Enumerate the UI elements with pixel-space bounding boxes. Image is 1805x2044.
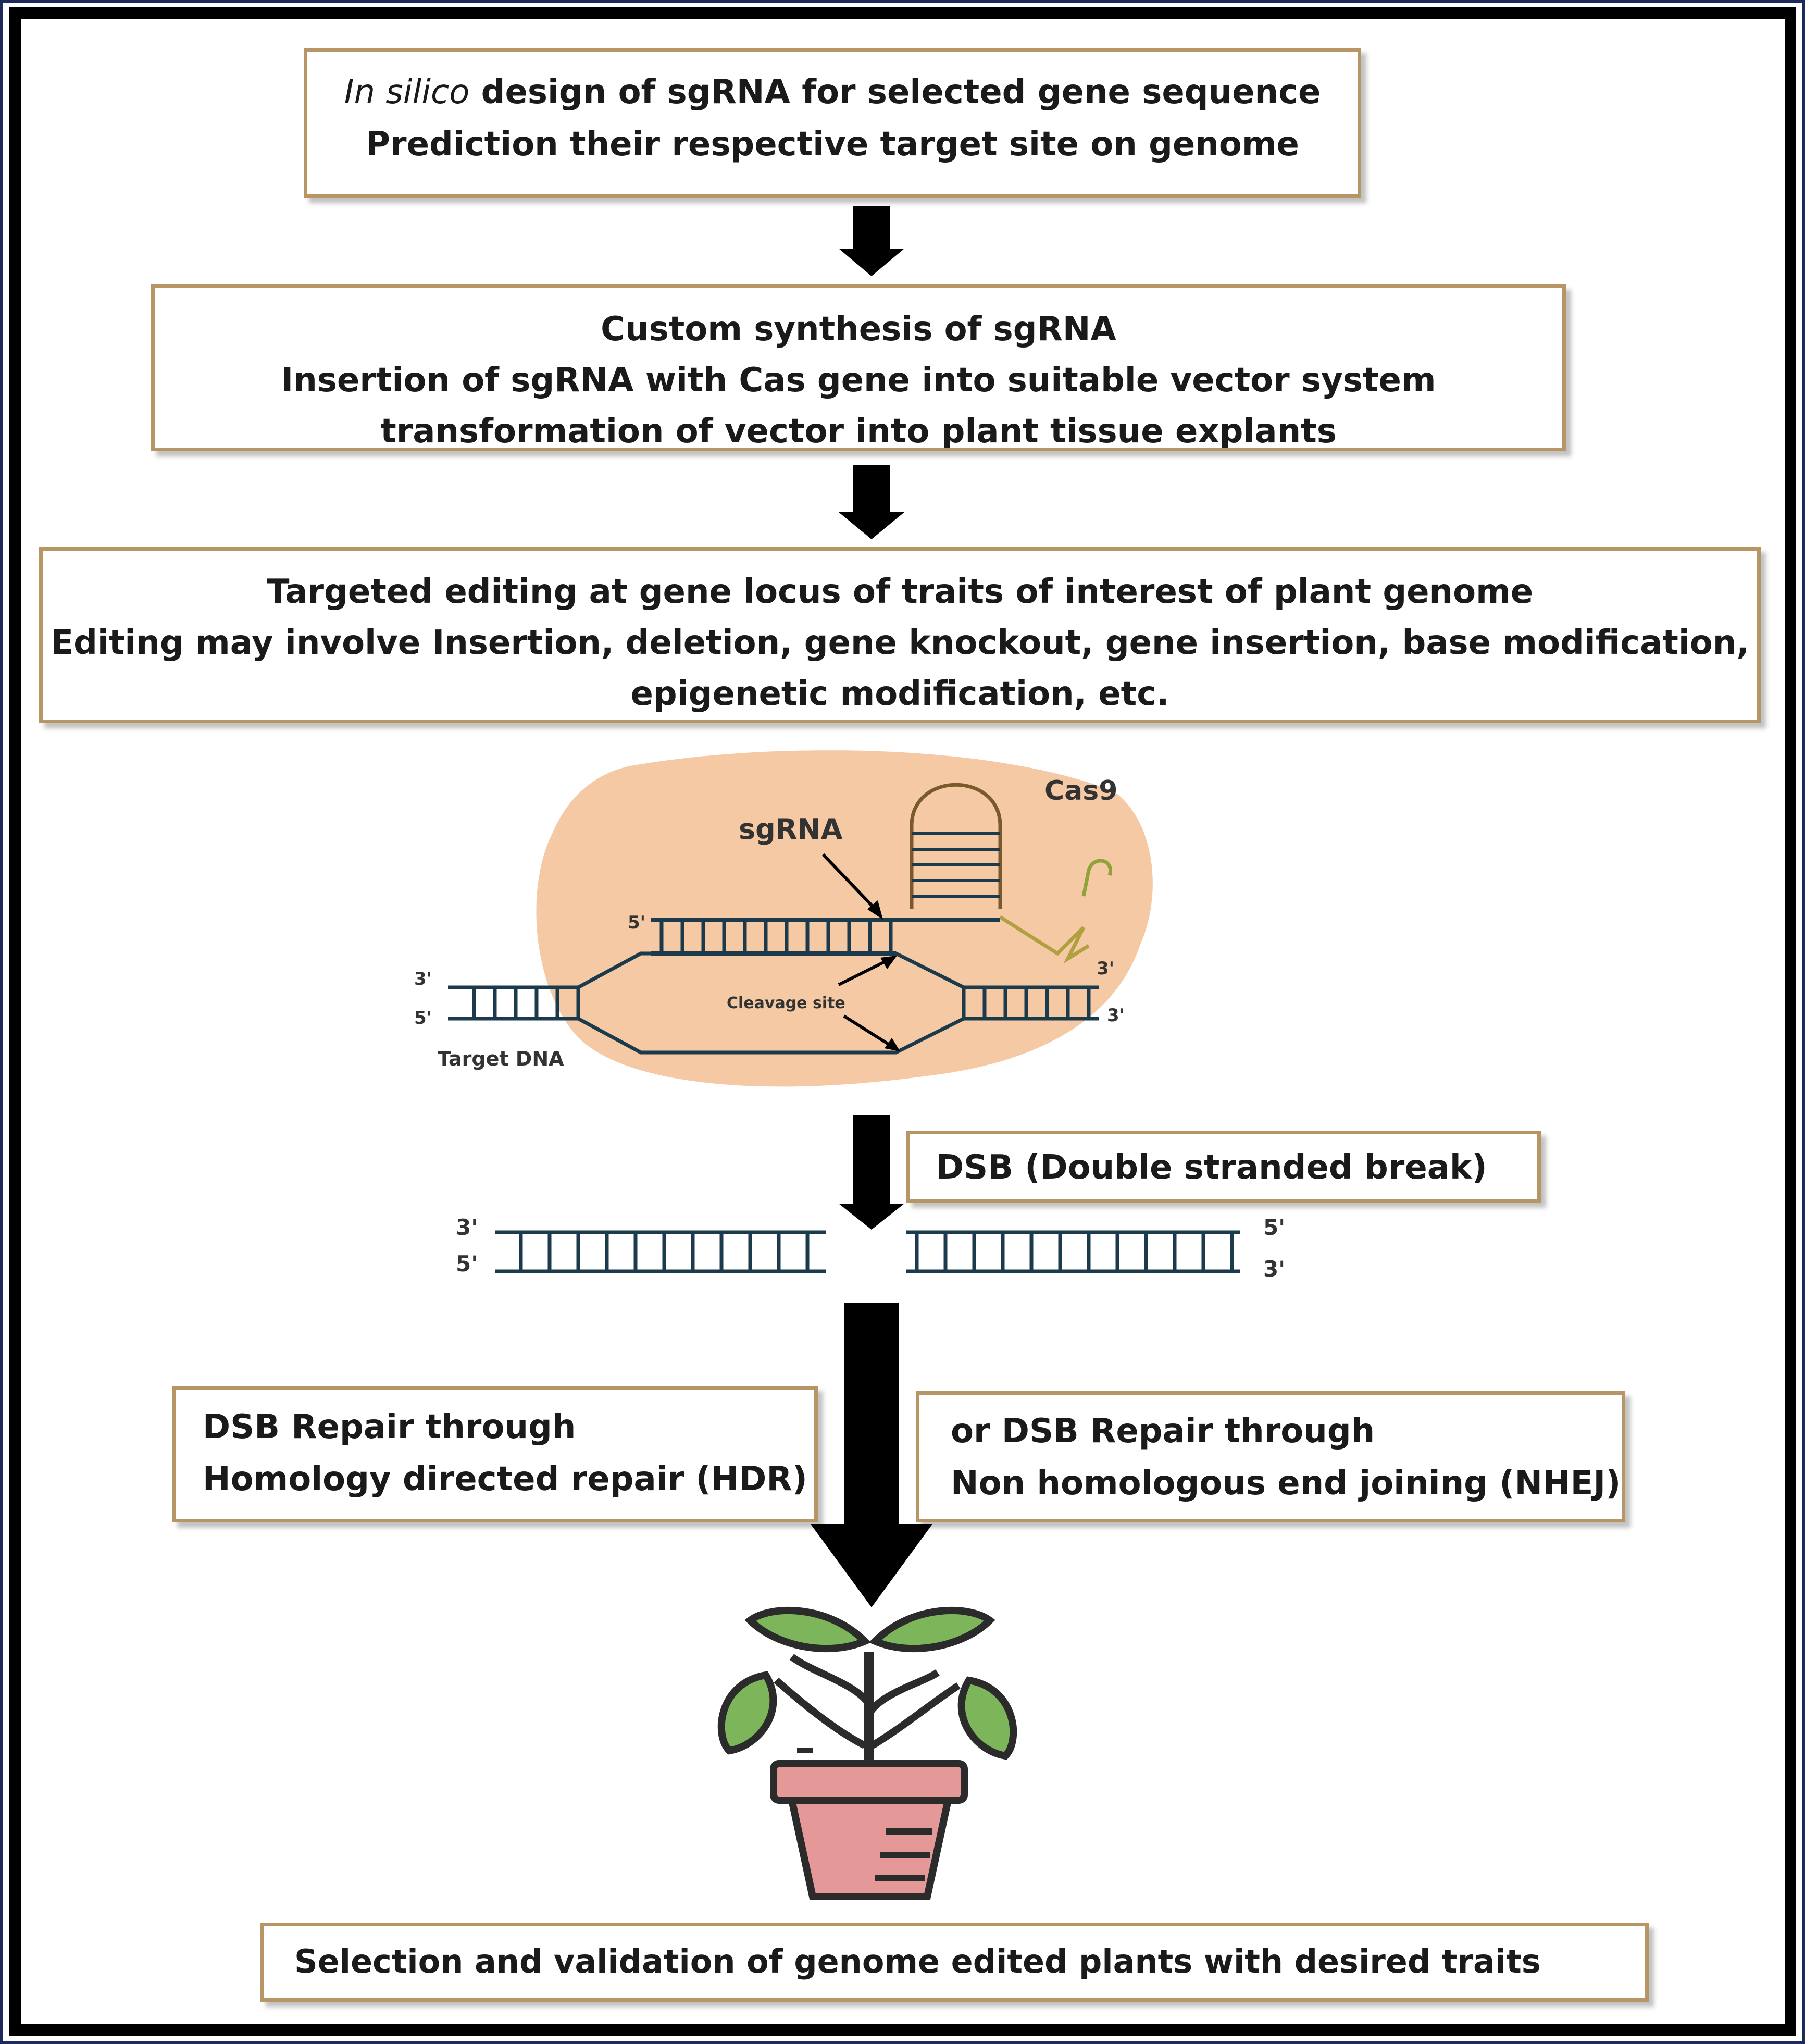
down-arrow-icon	[839, 465, 904, 539]
cas9-illustration	[448, 750, 1153, 1087]
cleavage-site-label: Cleavage site	[727, 994, 845, 1012]
target-dna-label: Target DNA	[438, 1047, 564, 1070]
dsb-left-5prime: 5'	[456, 1251, 478, 1277]
nhej-line-1: or DSB Repair through	[951, 1412, 1375, 1451]
dsb-label: DSB (Double stranded break)	[936, 1148, 1487, 1187]
editing-step-box: Targeted editing at gene locus of traits…	[39, 547, 1761, 723]
dsb-left-fragment	[495, 1230, 826, 1273]
sgrna-label: sgRNA	[739, 813, 843, 846]
right-strand-3prime-top: 3'	[1097, 958, 1114, 979]
nhej-repair-box: or DSB Repair through Non homologous end…	[916, 1391, 1625, 1522]
design-step-box: In silico design of sgRNA for selected g…	[304, 48, 1361, 198]
down-arrow-icon	[839, 1115, 904, 1230]
synthesis-line-1: Custom synthesis of sgRNA	[601, 310, 1116, 349]
synthesis-line-3: transformation of vector into plant tiss…	[380, 412, 1337, 451]
selection-label: Selection and validation of genome edite…	[294, 1942, 1541, 1980]
left-strand-5prime: 5'	[414, 1008, 432, 1029]
potted-plant-icon	[717, 1606, 1017, 1900]
selection-step-box: Selection and validation of genome edite…	[260, 1923, 1649, 2002]
synthesis-step-box: Custom synthesis of sgRNA Insertion of s…	[151, 284, 1566, 451]
design-line-1: In silico design of sgRNA for selected g…	[307, 66, 1358, 118]
dsb-left-3prime: 3'	[456, 1215, 478, 1240]
hdr-repair-box: DSB Repair through Homology directed rep…	[172, 1386, 818, 1522]
design-line-1-rest: design of sgRNA for selected gene sequen…	[469, 73, 1321, 112]
editing-line-2: Editing may involve Insertion, deletion,…	[51, 624, 1749, 662]
right-strand-3prime-bottom: 3'	[1107, 1005, 1125, 1026]
design-line-2: Prediction their respective target site …	[366, 125, 1299, 164]
dsb-right-3prime: 3'	[1263, 1256, 1285, 1282]
upper-strand-5prime: 5'	[628, 912, 645, 933]
left-strand-3prime: 3'	[414, 969, 432, 989]
down-arrow-icon	[811, 1303, 932, 1607]
nhej-line-2: Non homologous end joining (NHEJ)	[951, 1464, 1621, 1503]
dsb-right-5prime: 5'	[1263, 1215, 1285, 1240]
editing-line-1: Targeted editing at gene locus of traits…	[266, 573, 1534, 611]
hdr-line-1: DSB Repair through	[203, 1408, 576, 1446]
dsb-right-fragment	[906, 1230, 1240, 1273]
editing-line-3: epigenetic modification, etc.	[630, 675, 1169, 713]
down-arrow-icon	[839, 206, 904, 276]
hdr-line-2: Homology directed repair (HDR)	[203, 1460, 807, 1498]
design-italic-term: In silico	[344, 73, 470, 112]
cas9-label: Cas9	[1044, 775, 1117, 807]
synthesis-line-2: Insertion of sgRNA with Cas gene into su…	[281, 361, 1436, 400]
dsb-label-box: DSB (Double stranded break)	[906, 1131, 1541, 1203]
